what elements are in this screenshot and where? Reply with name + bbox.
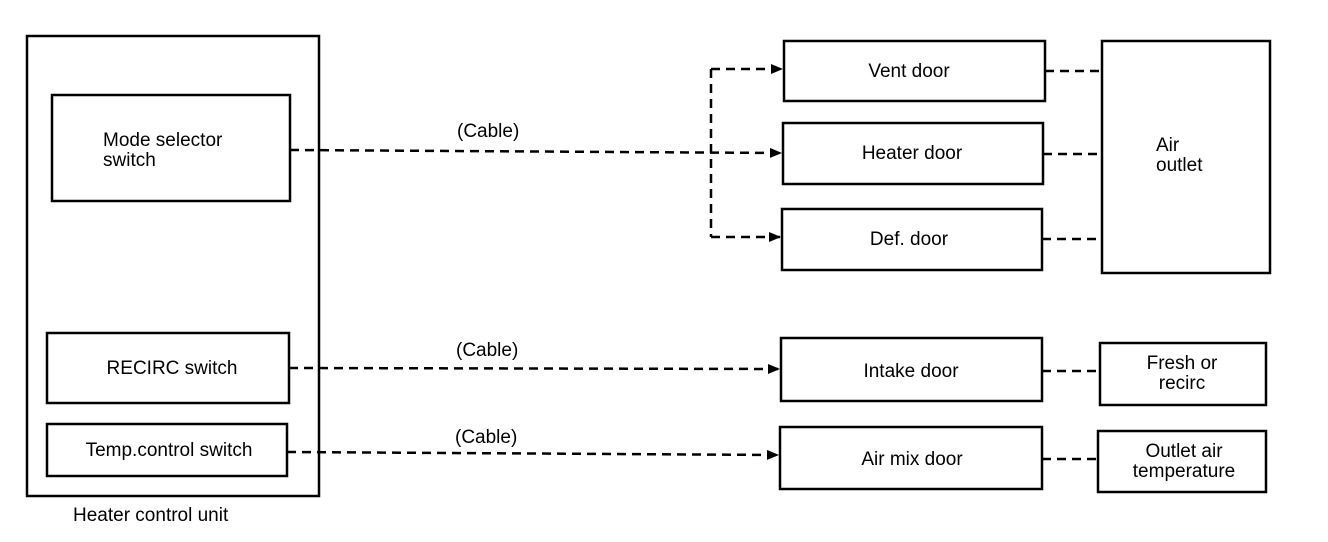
air-outlet-label: Air outlet bbox=[1156, 135, 1203, 176]
outlet-air-temperature-box bbox=[1096, 429, 1268, 494]
heater-control-unit-frame bbox=[25, 34, 321, 498]
recirc-switch-label: RECIRC switch bbox=[106, 358, 238, 379]
recirc-to-intake-door-cable bbox=[288, 363, 780, 374]
def-door-label: Def. door bbox=[869, 229, 949, 250]
outlet-air-temperature-label: Outlet air temperature bbox=[1132, 441, 1236, 482]
temp-control-switch-label: Temp.control switch bbox=[85, 440, 253, 461]
recirc-cable-label: (Cable) bbox=[456, 340, 519, 361]
mode-selector-switch-label: Mode selector switch bbox=[103, 130, 223, 171]
air-outlet-box bbox=[1100, 39, 1272, 275]
mode-to-heater-door-cable bbox=[289, 147, 782, 158]
fresh-or-recirc-box bbox=[1098, 341, 1268, 407]
vent-door-label: Vent door bbox=[868, 61, 950, 82]
temp-control-switch-box bbox=[45, 422, 289, 478]
fresh-or-recirc-label: Fresh or recirc bbox=[1146, 353, 1218, 394]
temp-cable-label: (Cable) bbox=[455, 427, 518, 448]
mode-selector-switch-box bbox=[50, 93, 292, 203]
intake-door-label: Intake door bbox=[863, 361, 959, 382]
temp-to-air-mix-door-cable bbox=[286, 449, 779, 460]
heater-control-unit-label: Heater control unit bbox=[73, 505, 229, 526]
mode-cable-label: (Cable) bbox=[457, 121, 520, 142]
intake-door-box bbox=[779, 336, 1044, 403]
air-mix-door-label: Air mix door bbox=[861, 449, 963, 470]
heater-door-label: Heater door bbox=[861, 143, 963, 164]
